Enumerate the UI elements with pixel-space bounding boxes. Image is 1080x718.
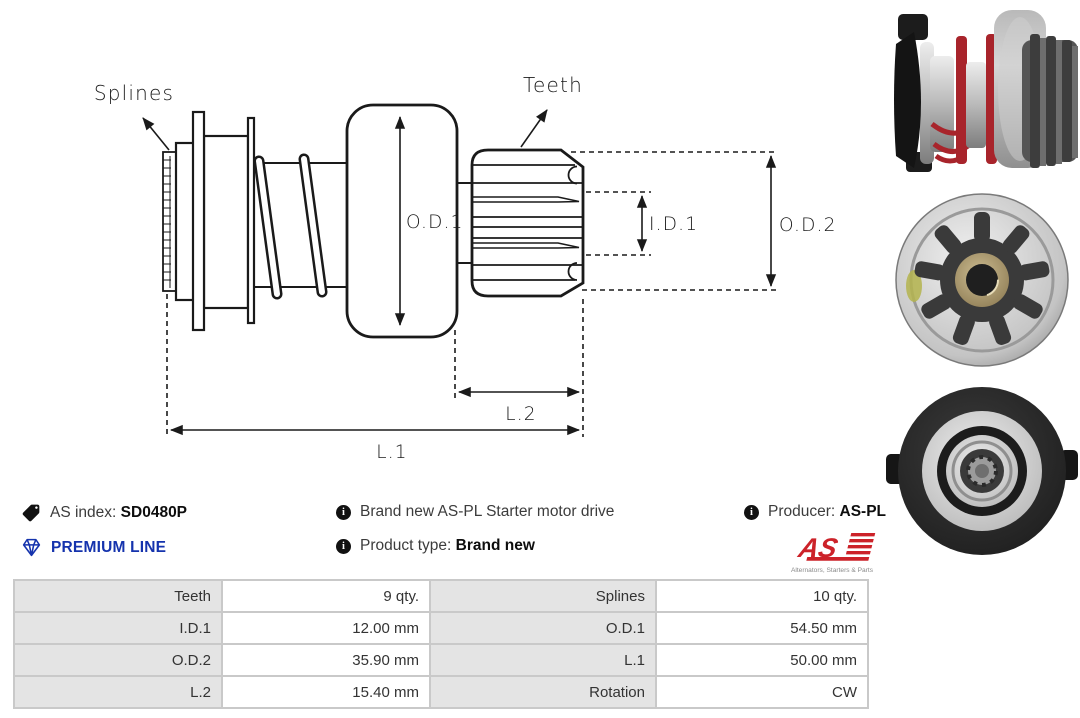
as-index-row: AS index: SD0480P (21, 503, 187, 523)
dimension-id1: I.D.1 (586, 191, 698, 256)
spec-value: 12.00 mm (223, 613, 429, 643)
spec-label: Rotation (431, 677, 655, 707)
spec-value: 54.50 mm (657, 613, 867, 643)
spec-label: O.D.2 (15, 645, 221, 675)
spec-label: I.D.1 (15, 613, 221, 643)
tag-icon (22, 504, 40, 522)
product-photo-back-view (884, 384, 1080, 560)
od2-label: O.D.2 (779, 215, 837, 236)
as-index-value: SD0480P (120, 504, 188, 521)
product-type-value: Brand new (455, 537, 535, 554)
info-icon: i (336, 504, 351, 520)
info-icon: i (744, 504, 759, 520)
spec-value: 15.40 mm (223, 677, 429, 707)
aspl-logo-subtext: Alternators, Starters & Parts (791, 567, 874, 574)
as-index-text: AS index: SD0480P (50, 504, 187, 522)
starter-drive-outline (162, 103, 585, 339)
flange-1 (191, 110, 206, 332)
spec-label: Splines (431, 581, 655, 611)
as-index-label: AS index: (50, 504, 117, 521)
dimension-od1: O.D.1 (394, 115, 464, 327)
spline-shaft-end (162, 151, 177, 292)
brand-new-text: Brand new AS-PL Starter motor drive (360, 503, 615, 520)
product-type-row: i Product type: Brand new (336, 537, 535, 555)
dimension-od2: O.D.2 (571, 151, 837, 291)
product-type-text: Product type: Brand new (360, 537, 535, 555)
diamond-icon (22, 538, 41, 557)
spec-label: L.1 (431, 645, 655, 675)
l2-label: L.2 (505, 404, 537, 425)
spec-value: 35.90 mm (223, 645, 429, 675)
producer-row: i Producer: AS-PL (744, 503, 886, 521)
brand-new-row: i Brand new AS-PL Starter motor drive (336, 503, 614, 521)
spec-value: 9 qty. (223, 581, 429, 611)
premium-line-row: PREMIUM LINE (21, 537, 166, 558)
pinion-step (457, 182, 473, 264)
leader-splines: Splines (94, 81, 174, 151)
od1-label: O.D.1 (406, 212, 464, 233)
l1-label: L.1 (376, 442, 408, 463)
spec-value: 50.00 mm (657, 645, 867, 675)
cylinder-section (202, 134, 250, 310)
aspl-logo: AS Alternators, Starters & Parts (791, 532, 876, 574)
product-photo-side-view (884, 4, 1080, 174)
producer-value: AS-PL (839, 503, 887, 520)
splines-label: Splines (94, 81, 174, 105)
info-icon: i (336, 538, 351, 554)
flange-2 (246, 116, 256, 325)
pinion-gear (470, 148, 585, 298)
spec-label: L.2 (15, 677, 221, 707)
spline-bore (960, 449, 1004, 493)
leader-teeth: Teeth (520, 73, 583, 148)
dimension-l1: L.1 (166, 294, 581, 463)
technical-drawing: Splines Teeth O.D.1 I.D.1 O.D.2 L.2 L.1 (94, 73, 837, 463)
dimension-l2: L.2 (454, 299, 584, 437)
aspl-logo-mark: AS (795, 532, 876, 563)
producer-label: Producer: (768, 503, 836, 520)
premium-line-label: PREMIUM LINE (51, 538, 167, 556)
product-photo-front-view (884, 192, 1080, 372)
spec-value: 10 qty. (657, 581, 867, 611)
spec-label: O.D.1 (431, 613, 655, 643)
teeth-label: Teeth (523, 73, 583, 97)
product-type-label: Product type: (360, 537, 452, 554)
spec-label: Teeth (15, 581, 221, 611)
spec-table: Teeth 9 qty. Splines 10 qty. I.D.1 12.00… (13, 579, 869, 709)
spring (253, 153, 347, 300)
spec-value: CW (657, 677, 867, 707)
producer-text: Producer: AS-PL (768, 503, 886, 521)
id1-label: I.D.1 (649, 214, 698, 235)
